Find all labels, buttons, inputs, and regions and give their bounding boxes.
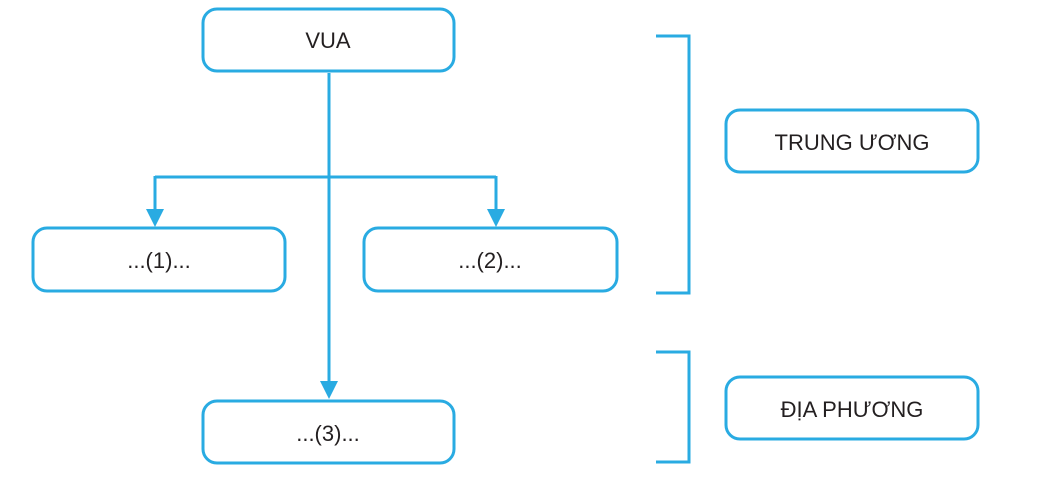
level-local-label: ĐỊA PHƯƠNG [781, 397, 924, 422]
node-blank1-label: ...(1)... [127, 248, 191, 273]
node-blank3-label: ...(3)... [296, 421, 360, 446]
node-king-label: VUA [305, 28, 351, 53]
level-central-label: TRUNG ƯƠNG [775, 130, 930, 155]
connectors [146, 73, 505, 399]
node-king: VUA [201, 7, 456, 73]
bracket-local [656, 350, 691, 464]
node-blank1: ...(1)... [31, 226, 287, 293]
arrowhead-blank3 [320, 381, 338, 399]
arrowhead-blank2 [487, 209, 505, 227]
node-blank1-box [31, 226, 287, 293]
level-local: ĐỊA PHƯƠNG [724, 375, 980, 441]
node-blank2: ...(2)... [362, 226, 619, 293]
node-blank2-box [362, 226, 619, 293]
node-blank3-box [201, 399, 456, 465]
level-central: TRUNG ƯƠNG [724, 108, 980, 174]
arrowhead-blank1 [146, 209, 164, 227]
level-central-box [724, 108, 980, 174]
node-blank3: ...(3)... [201, 399, 456, 465]
node-king-box [201, 7, 456, 73]
bracket-central [656, 34, 691, 295]
level-local-box [724, 375, 980, 441]
node-blank2-label: ...(2)... [458, 248, 522, 273]
